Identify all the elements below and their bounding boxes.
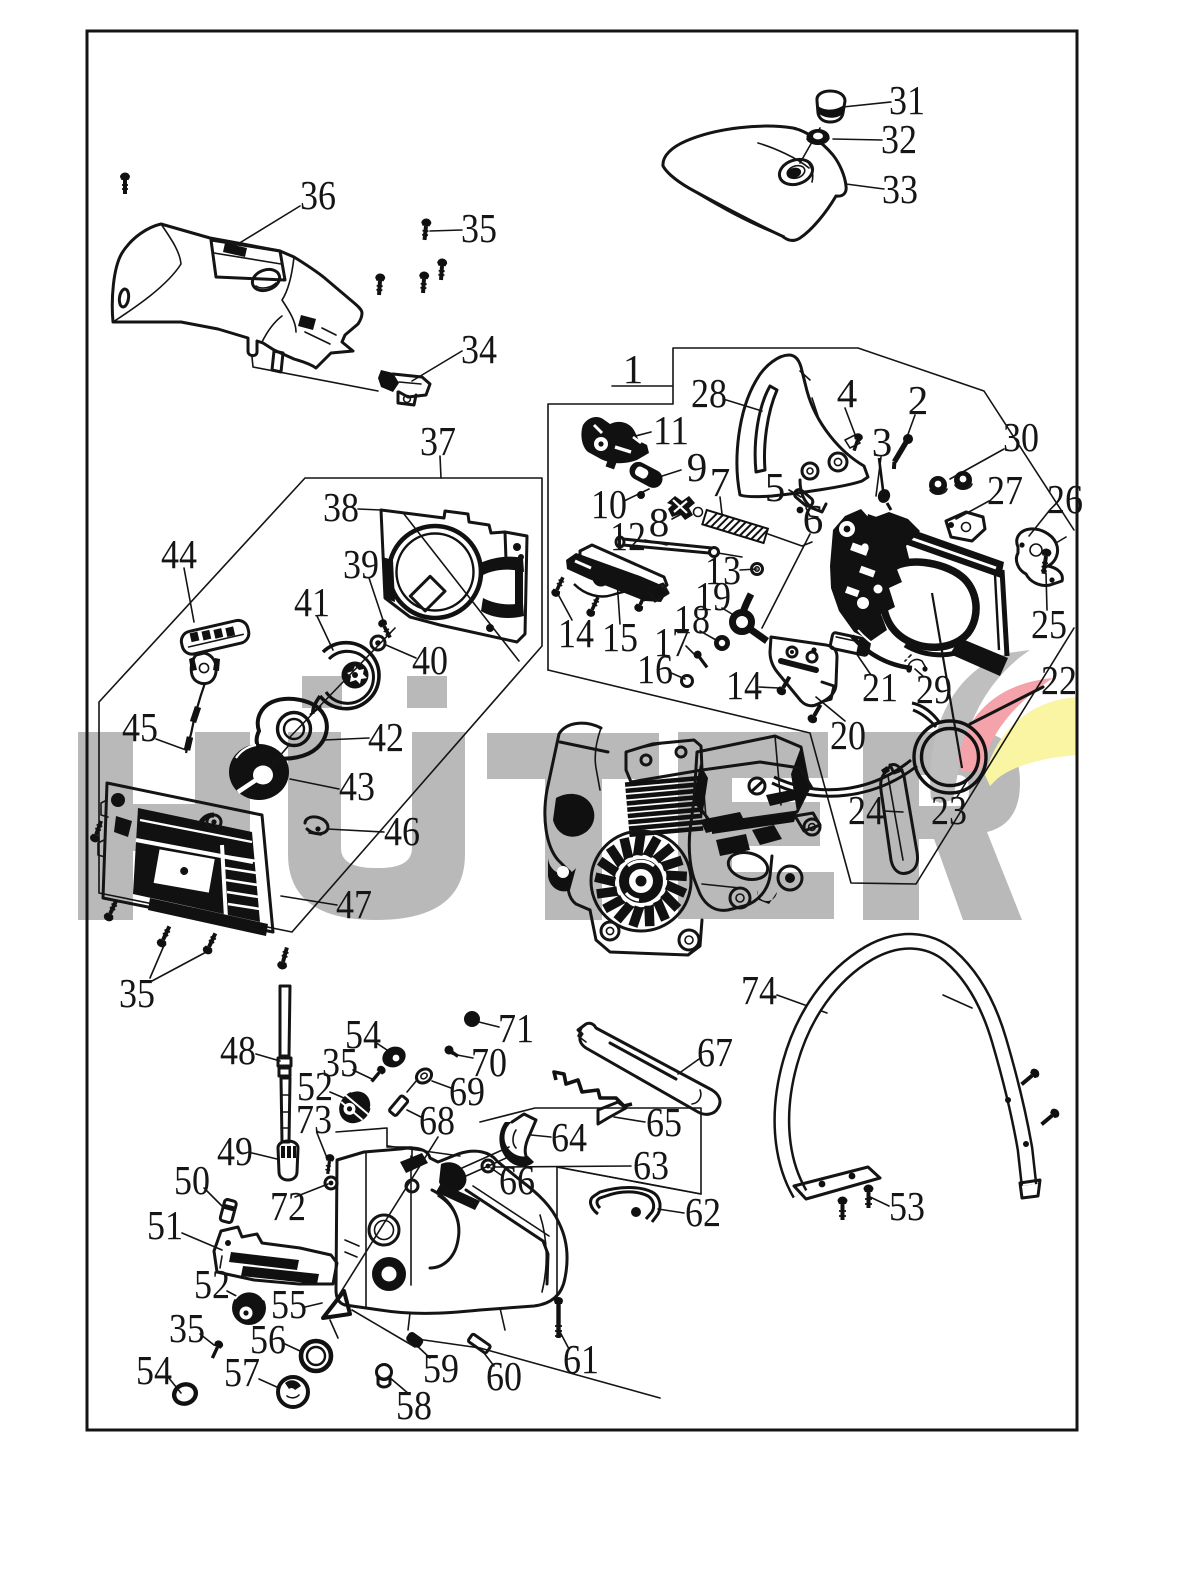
- svg-text:37: 37: [420, 418, 456, 464]
- svg-text:53: 53: [889, 1183, 925, 1229]
- svg-text:9: 9: [687, 444, 708, 490]
- svg-text:35: 35: [461, 205, 497, 251]
- svg-text:63: 63: [633, 1142, 669, 1188]
- svg-text:6: 6: [803, 496, 824, 542]
- svg-text:10: 10: [591, 481, 627, 527]
- svg-text:29: 29: [916, 666, 952, 712]
- svg-text:42: 42: [368, 714, 404, 760]
- svg-text:71: 71: [498, 1005, 534, 1051]
- svg-text:23: 23: [931, 787, 967, 833]
- svg-text:36: 36: [300, 172, 336, 218]
- svg-text:25: 25: [1031, 601, 1067, 647]
- svg-text:26: 26: [1047, 476, 1083, 522]
- svg-text:33: 33: [882, 166, 918, 212]
- svg-text:30: 30: [1003, 414, 1039, 460]
- svg-text:70: 70: [471, 1039, 507, 1085]
- svg-text:39: 39: [343, 541, 379, 587]
- svg-text:41: 41: [294, 579, 330, 625]
- svg-text:15: 15: [602, 614, 638, 660]
- svg-text:18: 18: [674, 596, 710, 642]
- svg-text:68: 68: [419, 1097, 455, 1143]
- svg-text:69: 69: [449, 1068, 485, 1114]
- svg-text:27: 27: [987, 467, 1023, 513]
- svg-text:72: 72: [270, 1183, 306, 1229]
- svg-text:14: 14: [726, 662, 762, 708]
- svg-text:1: 1: [623, 346, 644, 392]
- svg-text:54: 54: [136, 1347, 172, 1393]
- svg-text:11: 11: [653, 407, 689, 453]
- svg-text:57: 57: [224, 1349, 260, 1395]
- svg-text:28: 28: [691, 370, 727, 416]
- svg-text:38: 38: [323, 484, 359, 530]
- svg-text:61: 61: [563, 1336, 599, 1382]
- svg-text:17: 17: [654, 619, 690, 665]
- svg-text:5: 5: [765, 464, 786, 510]
- svg-text:52: 52: [194, 1261, 230, 1307]
- svg-text:74: 74: [741, 967, 777, 1013]
- svg-text:21: 21: [862, 664, 898, 710]
- svg-text:47: 47: [336, 881, 372, 927]
- svg-text:56: 56: [250, 1316, 286, 1362]
- svg-text:20: 20: [830, 712, 866, 758]
- svg-text:16: 16: [637, 646, 673, 692]
- svg-text:34: 34: [461, 326, 497, 372]
- svg-text:2: 2: [908, 377, 929, 423]
- svg-text:24: 24: [848, 787, 884, 833]
- svg-text:19: 19: [695, 573, 731, 619]
- svg-text:7: 7: [710, 459, 731, 505]
- svg-text:60: 60: [486, 1353, 522, 1399]
- svg-text:62: 62: [685, 1189, 721, 1235]
- svg-text:44: 44: [161, 531, 197, 577]
- svg-text:49: 49: [217, 1128, 253, 1174]
- svg-text:12: 12: [610, 513, 646, 559]
- svg-text:32: 32: [881, 116, 917, 162]
- svg-text:64: 64: [551, 1114, 587, 1160]
- svg-text:46: 46: [384, 808, 420, 854]
- svg-text:40: 40: [412, 637, 448, 683]
- svg-text:50: 50: [174, 1157, 210, 1203]
- svg-text:22: 22: [1041, 657, 1077, 703]
- svg-text:58: 58: [396, 1382, 432, 1428]
- svg-text:45: 45: [122, 704, 158, 750]
- svg-text:51: 51: [147, 1202, 183, 1248]
- svg-text:67: 67: [697, 1029, 733, 1075]
- svg-text:59: 59: [423, 1345, 459, 1391]
- svg-text:35: 35: [169, 1305, 205, 1351]
- svg-text:54: 54: [345, 1011, 381, 1057]
- svg-text:65: 65: [646, 1099, 682, 1145]
- svg-text:35: 35: [322, 1039, 358, 1085]
- svg-text:43: 43: [339, 763, 375, 809]
- svg-text:35: 35: [119, 970, 155, 1016]
- svg-text:73: 73: [296, 1096, 332, 1142]
- svg-text:13: 13: [705, 547, 741, 593]
- svg-text:14: 14: [558, 610, 594, 656]
- svg-text:8: 8: [649, 499, 670, 545]
- svg-text:66: 66: [499, 1157, 535, 1203]
- svg-text:55: 55: [271, 1281, 307, 1327]
- svg-text:48: 48: [220, 1027, 256, 1073]
- svg-text:3: 3: [872, 419, 893, 465]
- svg-text:4: 4: [837, 370, 858, 416]
- svg-text:31: 31: [889, 77, 925, 123]
- svg-text:52: 52: [297, 1063, 333, 1109]
